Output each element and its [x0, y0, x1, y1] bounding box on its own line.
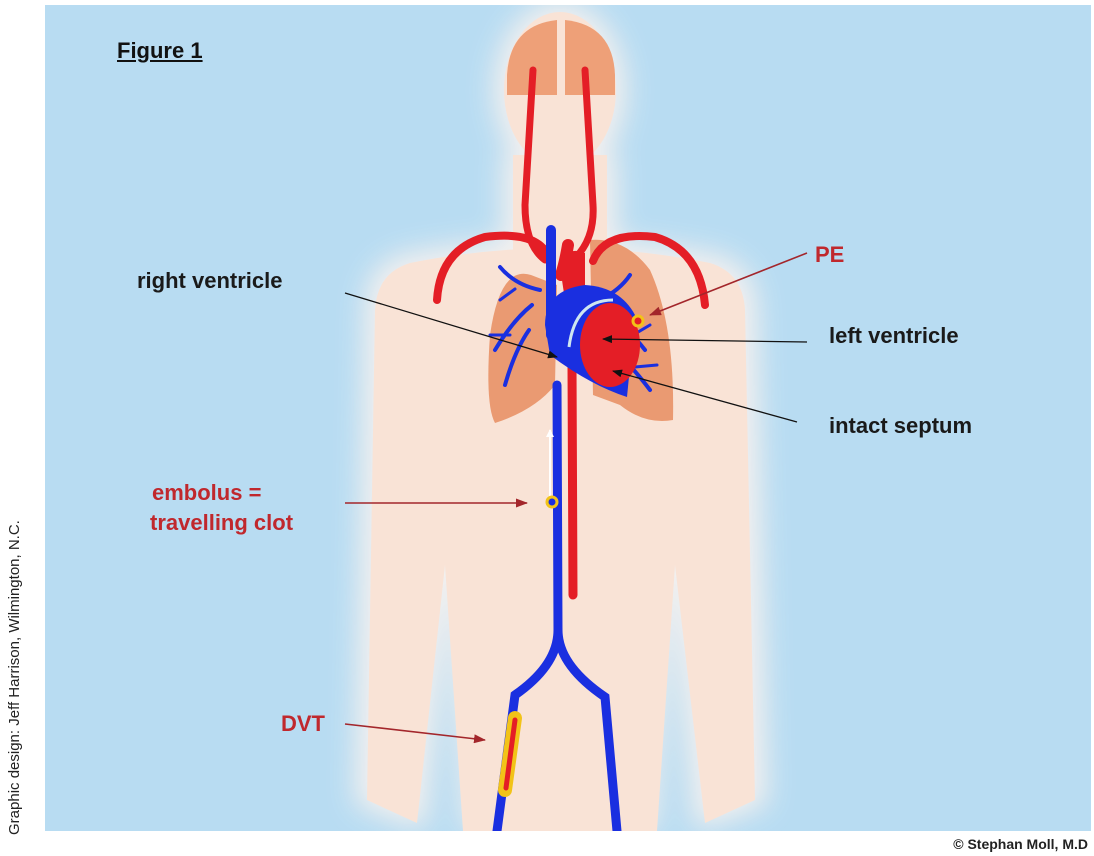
- label-embolus-line1: embolus =: [152, 480, 261, 506]
- heart-left-ventricle: [580, 303, 640, 387]
- pe-clot: [633, 316, 643, 326]
- figure-panel: Figure 1 right ventricle left ventricle …: [45, 5, 1091, 831]
- label-right-ventricle: right ventricle: [137, 268, 282, 294]
- label-dvt: DVT: [281, 711, 325, 737]
- figure-title: Figure 1: [117, 38, 203, 64]
- label-left-ventricle: left ventricle: [829, 323, 959, 349]
- label-intact-septum: intact septum: [829, 413, 972, 439]
- label-embolus-line2: travelling clot: [150, 510, 293, 536]
- design-credit: Graphic design: Jeff Harrison, Wilmingto…: [6, 520, 23, 835]
- dvt-clot: [505, 718, 515, 790]
- label-pe: PE: [815, 242, 844, 268]
- copyright-notice: © Stephan Moll, M.D: [953, 836, 1088, 852]
